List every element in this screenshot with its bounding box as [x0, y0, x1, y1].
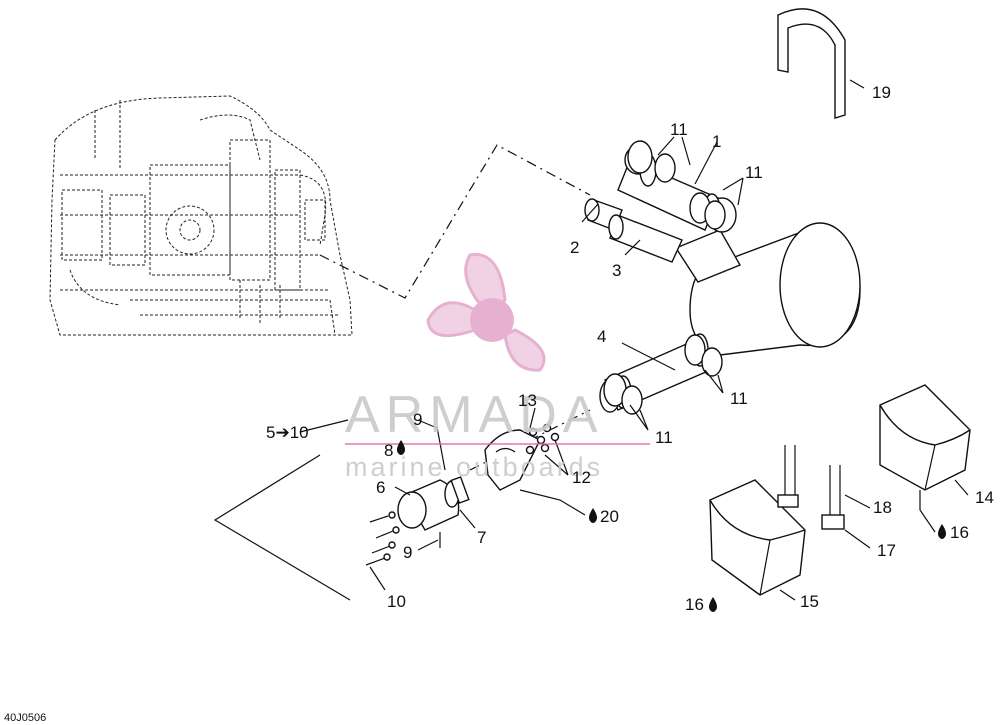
- part-3-pipe: [608, 214, 683, 263]
- watermark-brand: ARMADA: [345, 386, 603, 444]
- callout-8: 8: [384, 441, 393, 460]
- watermark-tagline: marine outboards: [345, 452, 603, 482]
- diagram-code: 40J0506: [4, 712, 46, 724]
- leader-lines: [213, 79, 969, 601]
- callout-2: 2: [570, 238, 579, 257]
- part-10-bolts: [365, 511, 400, 566]
- connection-line-engine: [319, 144, 591, 299]
- callout-10: 10: [387, 592, 406, 611]
- muffler-body: [674, 222, 861, 356]
- callout-14: 14: [975, 488, 994, 507]
- callout-5-to-10: 5➔10: [266, 423, 309, 442]
- callout-18: 18: [873, 498, 892, 517]
- armada-watermark: ARMADA marine outboards: [345, 253, 650, 482]
- part-11-clamps: [603, 140, 726, 415]
- callout-16: 16: [950, 523, 969, 542]
- callout-16: 16: [685, 595, 704, 614]
- callout-15: 15: [800, 592, 819, 611]
- drop-icons: [397, 440, 946, 612]
- drop-icon: [938, 524, 946, 539]
- part-19-strap: [777, 8, 846, 119]
- callout-17: 17: [877, 541, 896, 560]
- part-9-wire-upper: [436, 426, 446, 471]
- callout-labels: 19 11 1 11 2 3 4 11 11 13 12 9 5➔10 8 6 …: [266, 83, 994, 614]
- engine-illustration: [49, 95, 353, 336]
- callout-1: 1: [712, 132, 721, 151]
- drop-icon: [709, 597, 717, 612]
- drop-icon: [589, 508, 597, 523]
- callout-20: 20: [600, 507, 619, 526]
- part-14-support: [879, 384, 971, 491]
- callout-4: 4: [597, 327, 606, 346]
- part-15-support: [709, 479, 806, 596]
- propeller-logo: [426, 253, 546, 372]
- callout-9: 9: [413, 410, 422, 429]
- part-6-elbow: [397, 476, 470, 531]
- callout-11: 11: [670, 120, 688, 139]
- callout-7: 7: [477, 528, 486, 547]
- callout-12: 12: [572, 468, 591, 487]
- part-17-18-clips: [777, 445, 845, 530]
- callout-13: 13: [518, 391, 537, 410]
- callout-11: 11: [730, 389, 748, 408]
- callout-3: 3: [612, 261, 621, 280]
- drop-icon: [397, 440, 405, 455]
- callout-19: 19: [872, 83, 891, 102]
- callout-6: 6: [376, 478, 385, 497]
- callout-11: 11: [655, 428, 673, 447]
- callout-9: 9: [403, 543, 412, 562]
- callout-11: 11: [745, 163, 763, 182]
